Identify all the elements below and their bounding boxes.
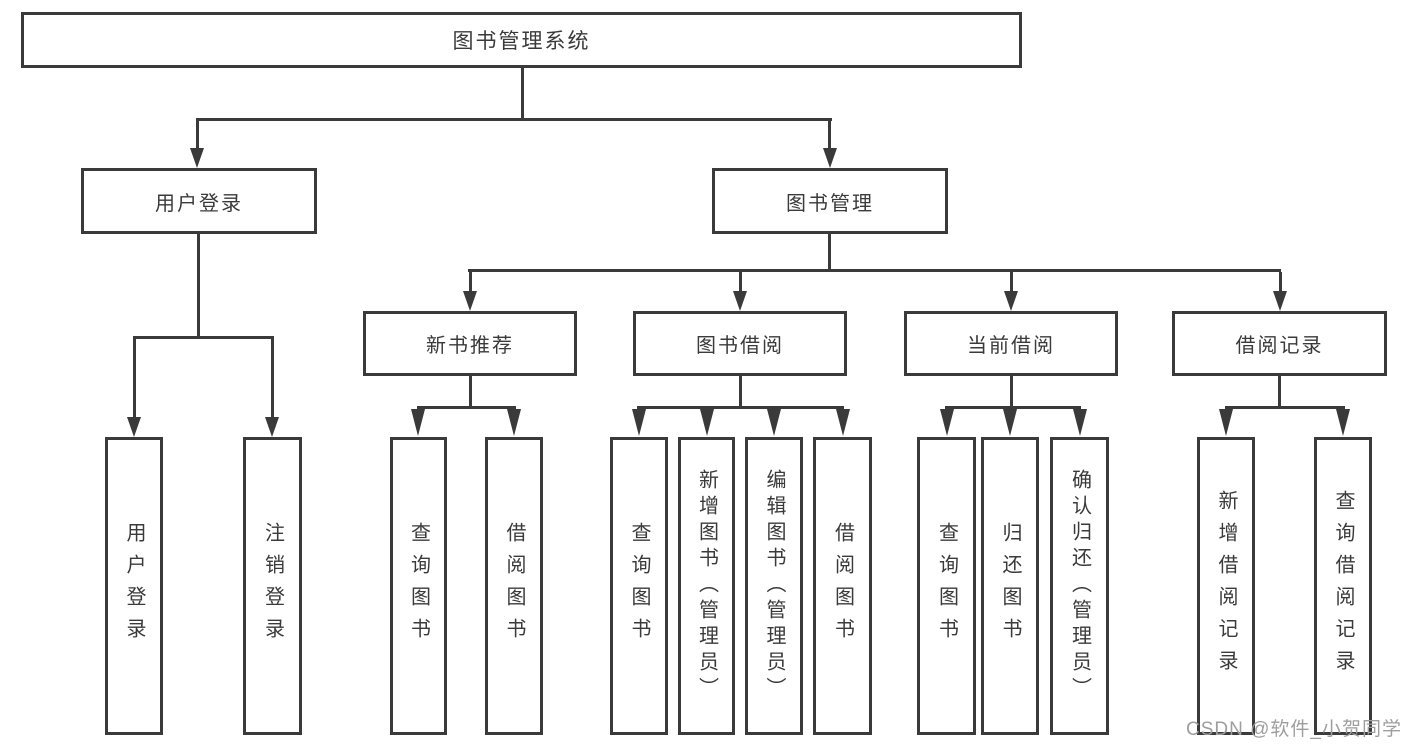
leaf-query-books-current: 查询图书	[917, 437, 976, 735]
leaf-query-books-borrow: 查询图书	[610, 437, 668, 735]
leaf-add-books-admin: 新增图书（管理员）	[678, 437, 735, 735]
node-new-book-recommend: 新书推荐	[363, 311, 577, 376]
arrowhead-down-icon	[127, 417, 141, 437]
connector-drop	[739, 272, 742, 292]
connector-bus-current-borrow	[945, 406, 1081, 409]
connector-stem-new-book-recommend	[469, 376, 472, 409]
leaf-add-borrow-record: 新增借阅记录	[1197, 437, 1255, 735]
arrowhead-down-icon	[1004, 291, 1018, 311]
arrowhead-down-icon	[700, 409, 714, 436]
leaf-query-books-recommend: 查询图书	[390, 437, 447, 735]
node-borrow-records: 借阅记录	[1172, 311, 1387, 376]
connector-drop	[133, 339, 136, 419]
node-book-management: 图书管理	[712, 168, 948, 234]
arrowhead-down-icon	[1273, 291, 1287, 311]
leaf-return-books: 归还图书	[981, 437, 1039, 735]
arrowhead-down-icon	[733, 291, 747, 311]
connector-stem-borrow-records	[1278, 376, 1281, 409]
connector-bus-root	[196, 118, 832, 121]
arrowhead-down-icon	[1073, 409, 1087, 436]
connector-stem-book-borrow	[739, 376, 742, 409]
connector-stem-book-management	[828, 234, 831, 272]
arrowhead-down-icon	[632, 409, 646, 436]
leaf-query-borrow-record: 查询借阅记录	[1314, 437, 1372, 735]
arrowhead-down-icon	[1219, 409, 1233, 436]
node-user-login: 用户登录	[81, 168, 317, 234]
connector-drop	[828, 121, 831, 149]
connector-bus-book-borrow	[637, 406, 844, 409]
node-library-system: 图书管理系统	[21, 12, 1022, 68]
connector-drop	[196, 121, 199, 149]
arrowhead-down-icon	[940, 409, 954, 436]
leaf-user-login: 用户登录	[105, 437, 163, 735]
connector-drop	[1010, 272, 1013, 292]
connector-bus-book-management	[468, 269, 1281, 272]
arrowhead-down-icon	[1336, 409, 1350, 436]
node-book-borrow: 图书借阅	[633, 311, 847, 376]
arrowhead-down-icon	[411, 409, 425, 436]
arrowhead-down-icon	[836, 409, 850, 436]
connector-stem-current-borrow	[1010, 376, 1013, 409]
leaf-confirm-return-admin: 确认归还（管理员）	[1050, 437, 1109, 735]
connector-drop	[271, 339, 274, 419]
leaf-edit-books-admin: 编辑图书（管理员）	[745, 437, 803, 735]
connector-stem-user-login	[197, 234, 200, 339]
connector-drop	[469, 272, 472, 292]
arrowhead-down-icon	[1003, 409, 1017, 436]
leaf-logout-login: 注销登录	[243, 437, 302, 735]
arrowhead-down-icon	[265, 417, 279, 437]
arrowhead-down-icon	[823, 148, 837, 168]
connector-bus-user-login	[133, 336, 274, 339]
leaf-borrow-books: 借阅图书	[813, 437, 872, 735]
connector-drop	[1279, 272, 1282, 292]
node-current-borrow: 当前借阅	[904, 311, 1118, 376]
arrowhead-down-icon	[463, 291, 477, 311]
connector-bus-new-book-recommend	[417, 406, 516, 409]
connector-bus-borrow-records	[1225, 406, 1345, 409]
leaf-borrow-books-recommend: 借阅图书	[485, 437, 543, 735]
watermark: CSDN @软件_小贺同学	[1186, 719, 1402, 740]
arrowhead-down-icon	[767, 409, 781, 436]
connector-stem-root	[521, 68, 524, 121]
arrowhead-down-icon	[190, 148, 204, 168]
arrowhead-down-icon	[507, 409, 521, 436]
